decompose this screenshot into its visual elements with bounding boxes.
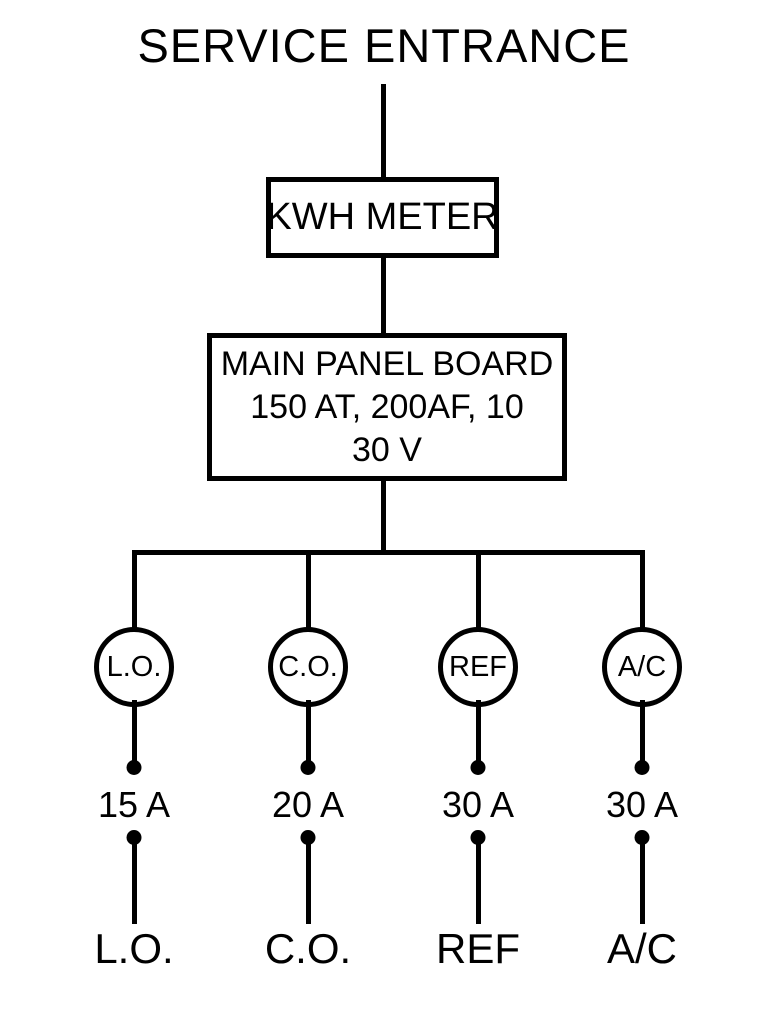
circuit-name-label: C.O. (264, 925, 352, 972)
branch-wire (131, 700, 137, 766)
load-circle-label: REF (449, 650, 507, 683)
breaker-rating-label: 30 A (441, 784, 515, 825)
kwh-meter-box: KWH METER (266, 177, 499, 258)
connection-dot (470, 830, 486, 845)
branch-wire (639, 700, 645, 766)
branch-wire (305, 700, 311, 766)
panel-name-label: MAIN PANEL BOARD (220, 344, 554, 383)
main-panel-box: MAIN PANEL BOARD 150 AT, 200AF, 10 30 V (207, 333, 567, 481)
branch-wire (639, 842, 645, 924)
connection-dot (470, 760, 486, 775)
load-circle-label: L.O. (106, 650, 162, 683)
branch-column-ac: A/C 30 A A/C (572, 0, 712, 1024)
branch-wire (305, 842, 311, 924)
branch-drop-wire (639, 552, 645, 629)
circuit-name-label: REF (436, 925, 520, 972)
load-circle: A/C (602, 627, 682, 707)
branch-drop-wire (305, 552, 311, 629)
connection-dot (300, 760, 316, 775)
circuit-name-label: L.O. (94, 925, 174, 972)
breaker-rating-label: 20 A (271, 784, 345, 825)
load-circle-label: A/C (617, 650, 667, 683)
connection-dot (126, 760, 142, 775)
service-entrance-title: SERVICE ENTRANCE (137, 19, 631, 72)
load-circle: C.O. (268, 627, 348, 707)
breaker-rating-label: 15 A (97, 784, 171, 825)
branch-column-lo: L.O. 15 A L.O. (64, 0, 204, 1024)
panel-to-bus-wire (381, 479, 386, 552)
load-circle-label: C.O. (278, 650, 338, 683)
panel-rating-label: 150 AT, 200AF, 10 (250, 387, 524, 426)
branch-drop-wire (131, 552, 137, 629)
branch-wire (131, 842, 137, 924)
meter-to-panel-wire (381, 256, 386, 333)
circuit-name-label: A/C (606, 925, 677, 972)
branch-wire (475, 842, 481, 924)
branch-drop-wire (475, 552, 481, 629)
kwh-meter-label: KWH METER (266, 196, 499, 238)
breaker-rating-label: 30 A (605, 784, 679, 825)
panel-voltage-label: 30 V (352, 430, 422, 469)
service-drop-wire (381, 84, 386, 177)
load-circle: L.O. (94, 627, 174, 707)
branch-column-ref: REF 30 A REF (408, 0, 548, 1024)
connection-dot (300, 830, 316, 845)
distribution-bus (132, 550, 645, 555)
branch-column-co: C.O. 20 A C.O. (238, 0, 378, 1024)
branch-wire (475, 700, 481, 766)
connection-dot (634, 760, 650, 775)
connection-dot (634, 830, 650, 845)
connection-dot (126, 830, 142, 845)
load-circle: REF (438, 627, 518, 707)
